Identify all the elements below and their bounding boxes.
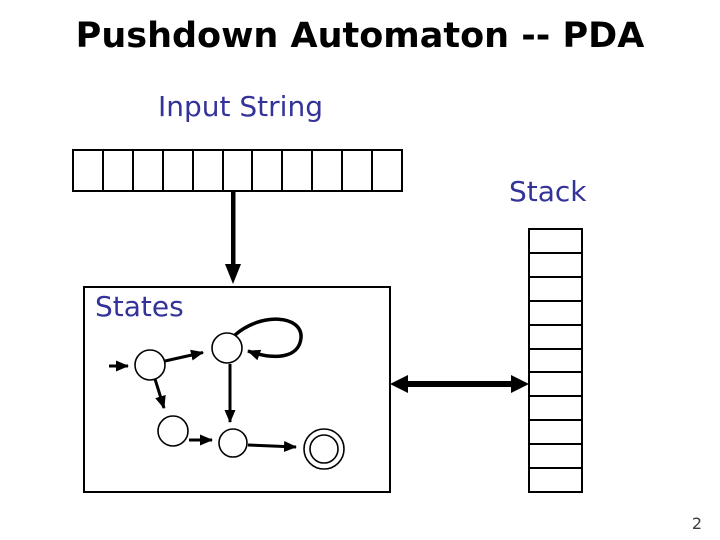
arrow-start-to-lower-left-state	[153, 378, 166, 409]
tape-cell-5	[224, 151, 254, 190]
tape-cell-0	[74, 151, 104, 190]
state-bottom-middle	[218, 428, 248, 458]
stack-cell-3	[530, 302, 581, 326]
stack-cells	[528, 228, 583, 493]
tape-cell-7	[283, 151, 314, 190]
tape-cell-2	[134, 151, 164, 190]
state-start	[134, 349, 166, 381]
arrow-bottom-state-to-final-state	[247, 441, 297, 452]
states-stack-double-arrow-icon	[390, 375, 529, 393]
stack-cell-0	[530, 230, 581, 254]
tape-cell-4	[194, 151, 224, 190]
stack-cell-9	[530, 445, 581, 470]
tape-cell-6	[253, 151, 284, 190]
tape-cell-1	[104, 151, 134, 190]
input-string-label: Input String	[158, 90, 323, 123]
states-label: States	[95, 290, 184, 323]
stack-cell-8	[530, 421, 581, 446]
stack-cell-1	[530, 254, 581, 278]
stack-cell-10	[530, 469, 581, 491]
self-loop-arrow	[233, 317, 303, 361]
stack-label: Stack	[509, 175, 587, 208]
state-with-self-loop	[211, 332, 243, 364]
arrow-start-to-loop-state	[164, 349, 204, 363]
tape-cell-8	[313, 151, 344, 190]
tape-to-states-arrow-icon	[225, 192, 241, 284]
tape-cell-3	[164, 151, 194, 190]
slide-title: Pushdown Automaton -- PDA	[75, 16, 645, 56]
stack-cell-7	[530, 397, 581, 422]
page-number: 2	[691, 514, 702, 533]
tape-cell-10	[373, 151, 401, 190]
stack-cell-2	[530, 278, 581, 302]
input-tape	[72, 149, 403, 192]
stack-cell-6	[530, 373, 581, 398]
tape-cell-9	[343, 151, 374, 190]
state-final-inner	[309, 434, 339, 464]
stack-cell-4	[530, 326, 581, 350]
state-lower-left	[157, 415, 189, 447]
states-box: States	[83, 286, 391, 493]
state-diagram	[109, 317, 345, 470]
stack-cell-5	[530, 350, 581, 374]
